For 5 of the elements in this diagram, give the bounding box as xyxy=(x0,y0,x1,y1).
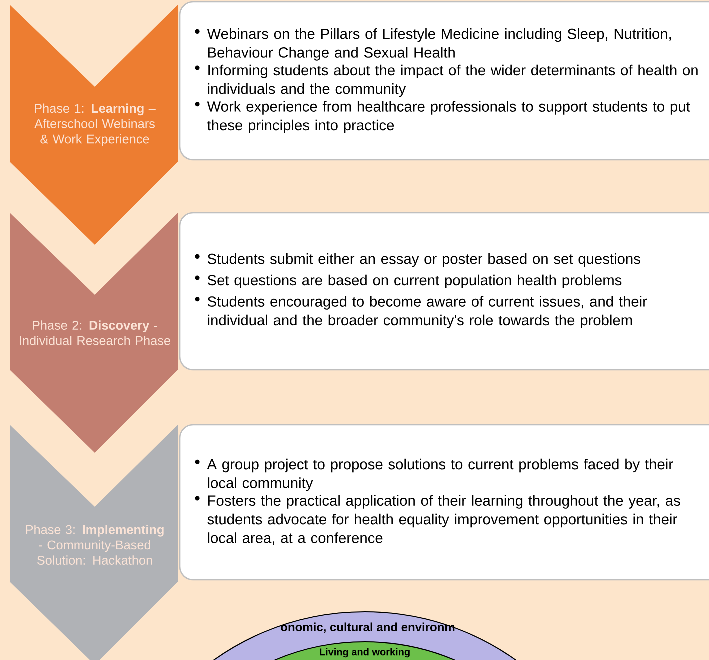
text-box: Webinars on the Pillars of Lifestyle Medicine including Sleep, Nutrition, Behaviour Change and Sexual Health Informing students about the impact of the wider determinants of health on individuals and the community Work experience from healthcare professionals to support students to put these principles into practice xyxy=(179,1,709,161)
text-box: Students submit either an essay or poster based on set questions Set questions are based on current population health problems Students encouraged to become aware of current issues, and their individual and the broader community's role towards the problem xyxy=(179,212,709,371)
ring-label: onomic, cultural and environm xyxy=(281,622,455,634)
ring-label: Living and working xyxy=(320,648,410,658)
text-box: A group project to propose solutions to current problems faced by their local community Fosters the practical application of their learning throughout the year, as students advocate for health equality improvement opportunities in their local area, at a conference xyxy=(179,424,709,581)
